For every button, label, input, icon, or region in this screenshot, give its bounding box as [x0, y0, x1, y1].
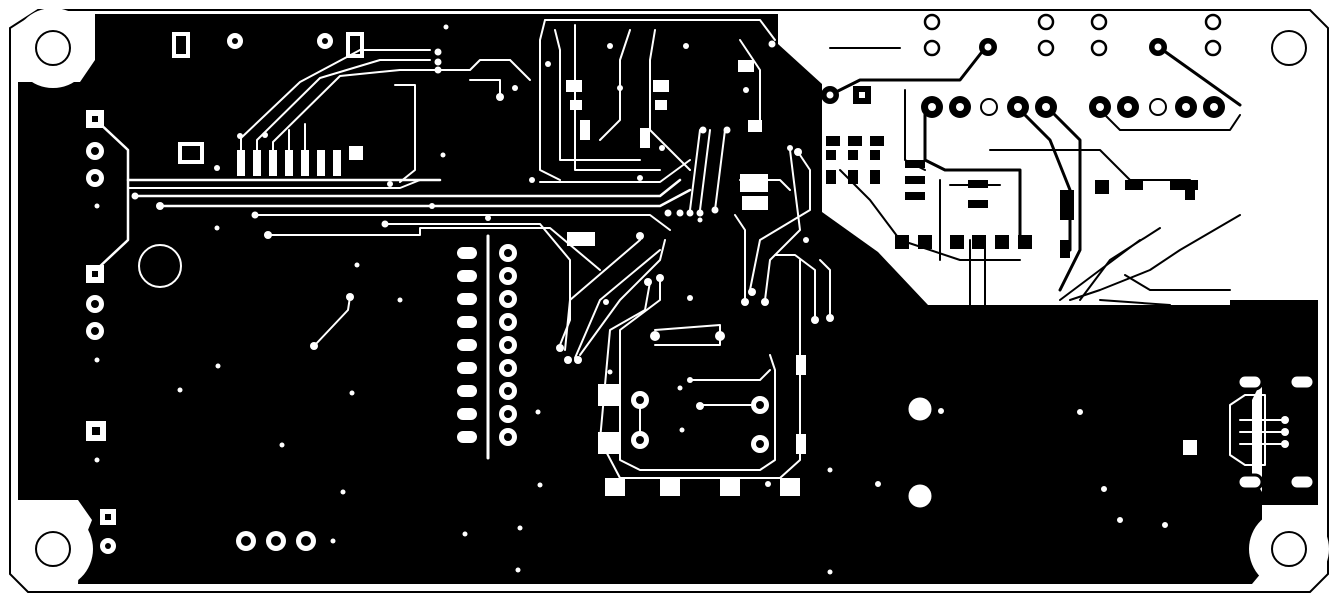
mounting-hole-top-right [1271, 30, 1307, 66]
mounting-hole-icon [35, 531, 71, 567]
right-region-pads-top [821, 13, 1222, 104]
mounting-hole-bottom-right [1249, 509, 1329, 589]
center-right-pads [567, 174, 1197, 496]
vias-upper-left [214, 48, 518, 187]
bus-traces [133, 159, 692, 346]
usb-connector [1229, 373, 1316, 491]
header-column-right [499, 244, 517, 446]
right-lower-pads [873, 396, 1170, 530]
header-column-left [457, 247, 477, 443]
mounting-hole-bottom-left [13, 509, 93, 589]
right-region-pads-row [921, 96, 1225, 118]
trace-diagonal [314, 296, 351, 346]
vias-center-upper [545, 40, 776, 217]
vias-scattered [94, 24, 833, 575]
center-upper-pads [566, 60, 762, 148]
smd-traces [240, 49, 531, 183]
mounting-hole-icon [35, 30, 71, 66]
center-right-round-pads [631, 331, 769, 453]
vias-center-right [556, 145, 834, 487]
right-region-traces [828, 46, 1242, 381]
copper-pour-main [18, 14, 1262, 584]
pad-row-bottom [236, 531, 316, 551]
copper-pour-right [1262, 300, 1318, 505]
component-outline-circle [138, 244, 182, 288]
mounting-hole-top-left [13, 8, 93, 88]
right-region-smd [826, 136, 1256, 564]
smd-pad-row [237, 146, 363, 176]
vias-bus [131, 177, 535, 239]
left-connector-traces [94, 118, 442, 272]
center-right-traces [564, 149, 831, 479]
right-lower-traces [873, 338, 1232, 561]
